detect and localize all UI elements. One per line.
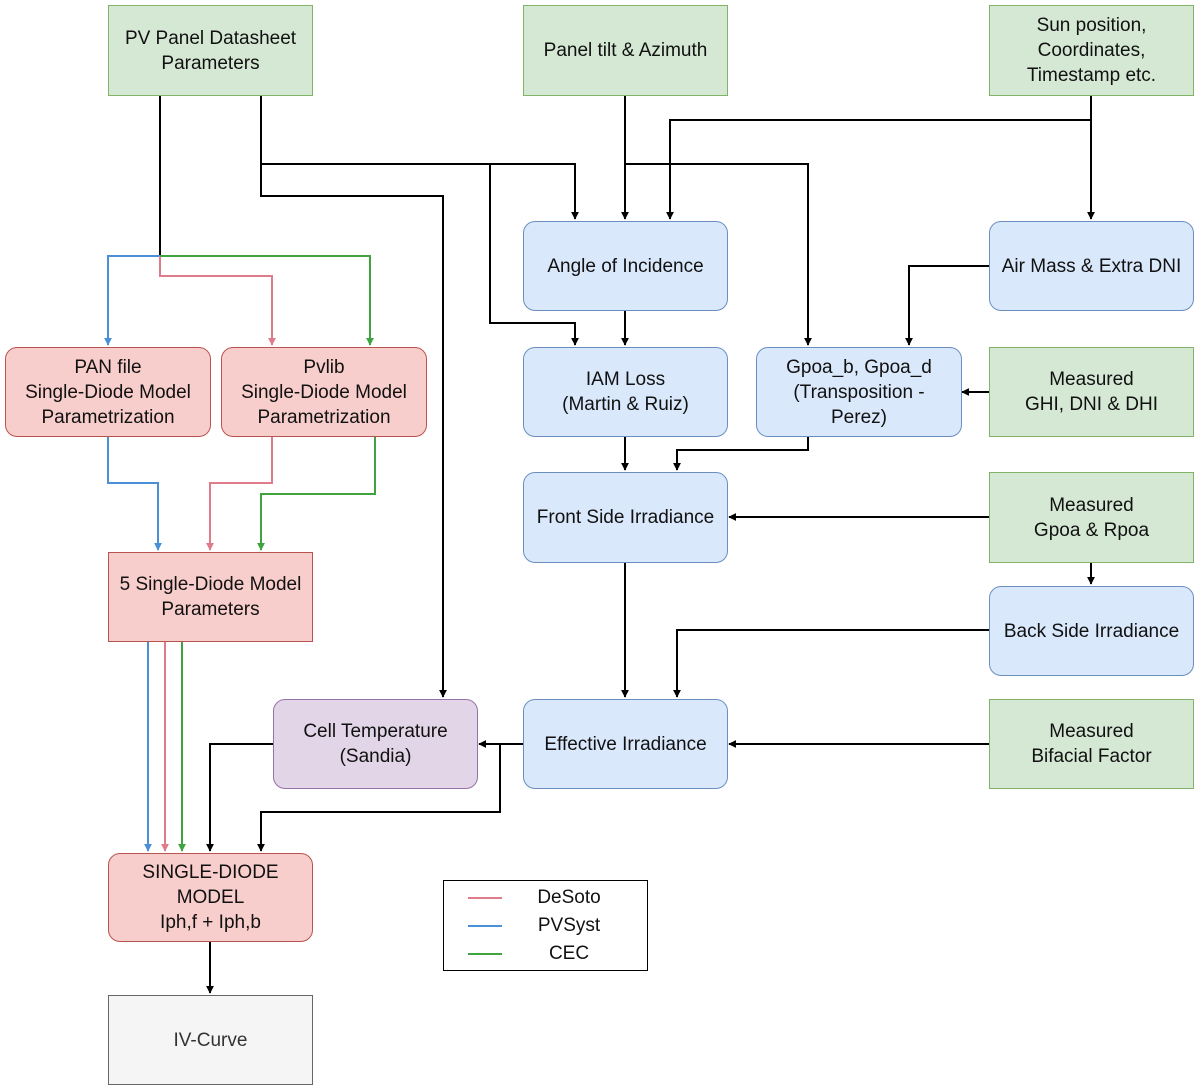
iam-loss-node: IAM Loss (Martin & Ruiz) bbox=[523, 347, 728, 437]
edge-datasheet-to-angle bbox=[260, 96, 579, 220]
legend-label-cec: CEC bbox=[548, 943, 590, 964]
front-side-irradiance-node: Front Side Irradiance bbox=[523, 472, 728, 563]
pan-file-node: PAN file Single-Diode Model Parametrizat… bbox=[5, 347, 211, 437]
edge-pvsyst-to-panfile bbox=[104, 255, 160, 346]
measured-ghi-node: Measured GHI, DNI & DHI bbox=[989, 347, 1194, 437]
edge-airmass-to-gpoa bbox=[905, 265, 989, 346]
legend: DeSoto PVSyst CEC bbox=[443, 880, 648, 971]
legend-swatch-desoto bbox=[468, 897, 502, 899]
edge-datasheet-to-iam bbox=[489, 164, 579, 346]
edge-desoto-to-pvlib bbox=[159, 256, 276, 346]
edge-pvlib-to-params-cec bbox=[257, 437, 376, 551]
legend-swatch-cec bbox=[468, 953, 502, 955]
edge-datasheet-to-celltemp bbox=[260, 164, 447, 698]
pv-datasheet-node: PV Panel Datasheet Parameters bbox=[108, 5, 313, 96]
sun-position-node: Sun position, Coordinates, Timestamp etc… bbox=[989, 5, 1194, 96]
air-mass-node: Air Mass & Extra DNI bbox=[989, 221, 1194, 311]
measured-gpoa-node: Measured Gpoa & Rpoa bbox=[989, 472, 1194, 563]
tilt-azimuth-node: Panel tilt & Azimuth bbox=[523, 5, 728, 96]
edge-celltemp-to-diode bbox=[206, 743, 273, 852]
angle-of-incidence-node: Angle of Incidence bbox=[523, 221, 728, 311]
legend-swatch-pvsyst bbox=[468, 925, 502, 927]
edge-panfile-to-params bbox=[107, 437, 162, 551]
edge-effective-to-diode bbox=[257, 744, 501, 852]
five-params-node: 5 Single-Diode Model Parameters bbox=[108, 552, 313, 642]
pvlib-node: Pvlib Single-Diode Model Parametrization bbox=[221, 347, 427, 437]
single-diode-model-node: SINGLE-DIODE MODEL Iph,f + Iph,b bbox=[108, 853, 313, 942]
legend-item-pvsyst: PVSyst bbox=[444, 912, 647, 940]
iv-curve-node: IV-Curve bbox=[108, 995, 313, 1085]
legend-item-desoto: DeSoto bbox=[444, 884, 647, 912]
edge-pvlib-to-params-desoto bbox=[206, 437, 273, 551]
edge-tilt-to-gpoa bbox=[625, 163, 812, 346]
cell-temperature-node: Cell Temperature (Sandia) bbox=[273, 699, 478, 789]
gpoa-transposition-node: Gpoa_b, Gpoa_d (Transposition - Perez) bbox=[756, 347, 962, 437]
edge-gpoa-to-front bbox=[673, 437, 809, 471]
legend-label-pvsyst: PVSyst bbox=[537, 915, 601, 936]
legend-label-desoto: DeSoto bbox=[537, 887, 601, 908]
edge-sun-to-angle bbox=[666, 119, 1091, 220]
measured-bifacial-node: Measured Bifacial Factor bbox=[989, 699, 1194, 789]
edge-back-to-effective bbox=[673, 629, 989, 698]
legend-item-cec: CEC bbox=[444, 940, 647, 968]
back-side-irradiance-node: Back Side Irradiance bbox=[989, 586, 1194, 676]
effective-irradiance-node: Effective Irradiance bbox=[523, 699, 728, 789]
edge-cec-to-pvlib bbox=[160, 255, 374, 346]
